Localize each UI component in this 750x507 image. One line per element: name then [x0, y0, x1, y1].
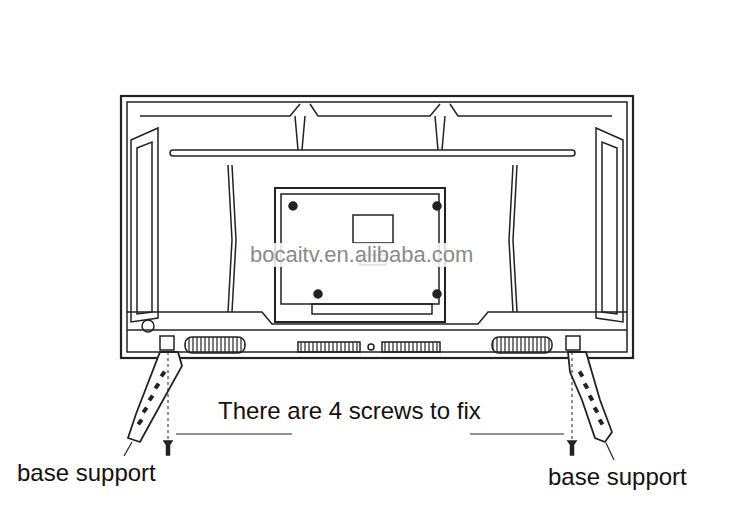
cross-bar	[170, 150, 575, 156]
top-rib	[295, 116, 445, 150]
connector-strip	[312, 304, 432, 314]
tv-bezel	[127, 102, 627, 352]
part-label: base support	[15, 460, 158, 486]
guide-line	[572, 352, 573, 440]
stand-hole	[578, 370, 604, 425]
leader-line	[124, 442, 132, 456]
stand-leg	[568, 352, 612, 442]
vent	[298, 342, 360, 352]
rib	[509, 165, 517, 312]
bottom-band	[127, 312, 627, 324]
instruction-note: There are 4 screws to fix	[216, 398, 483, 424]
speaker-grille	[185, 337, 245, 353]
rib	[228, 165, 236, 312]
side-panel	[596, 128, 623, 322]
bottom-band	[127, 329, 627, 331]
speaker-grille	[492, 337, 552, 353]
side-panel	[137, 142, 152, 314]
leader-line	[606, 443, 614, 460]
vent	[382, 342, 440, 352]
button	[368, 344, 374, 350]
tv-housing	[121, 96, 633, 358]
watermark: bocaitv.en.alibaba.com	[248, 243, 475, 267]
leader-line	[176, 433, 292, 434]
power-jack	[142, 320, 154, 332]
stand-hole	[137, 370, 167, 425]
guide-line	[168, 352, 169, 440]
side-panel	[131, 128, 158, 322]
part-label: base support	[546, 464, 689, 490]
stand-leg	[128, 352, 182, 442]
screw	[164, 441, 576, 455]
stand-mount	[160, 336, 174, 350]
stand-mount	[566, 336, 580, 350]
leader-line	[470, 433, 564, 434]
label-plate	[353, 215, 393, 243]
side-panel	[602, 142, 617, 314]
top-rib	[140, 104, 612, 116]
